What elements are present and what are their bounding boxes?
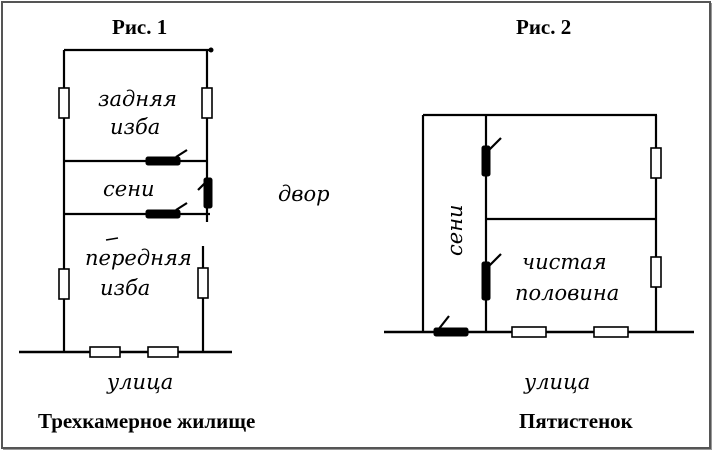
fig2-window-right-lower <box>650 256 662 288</box>
fig1-door-upper-swing <box>175 149 188 158</box>
fig1-front-izba-label-2: изба <box>100 276 150 300</box>
fig2-window-street-1 <box>511 326 547 338</box>
fig2-clean-half-label-1: чистая <box>522 250 607 274</box>
fig1-door-right <box>203 177 213 209</box>
fig1-seni-label: сени <box>103 177 155 201</box>
fig2-seni-label: сени <box>443 204 467 256</box>
fig1-stress-mark <box>105 237 119 241</box>
fig1-caption: Трехкамерное жилище <box>38 409 255 433</box>
fig2-street-label: улица <box>523 370 590 394</box>
fig1-street-label: улица <box>106 370 173 394</box>
fig2-window-right-upper <box>650 147 662 179</box>
fig1-window-street-1 <box>89 346 121 358</box>
fig1-corner-dot <box>208 47 214 53</box>
fig2-clean-half-label-2: половина <box>515 281 619 305</box>
fig1-window-right-lower <box>197 267 209 299</box>
fig1-door-lower-swing <box>175 202 188 211</box>
fig1-door-right-swing <box>197 181 207 191</box>
fig2-door-lower-swing <box>488 253 502 267</box>
fig1-window-left-lower <box>58 268 70 300</box>
fig2-door-lower <box>481 261 491 301</box>
fig1-back-izba-label-2: изба <box>110 115 160 139</box>
figure-1-plan: задняя изба сени передняя изба <box>19 47 232 358</box>
fig1-door-lower <box>145 209 181 219</box>
yard-label: двор <box>278 182 330 206</box>
fig1-window-left-upper <box>58 87 70 119</box>
fig2-window-street-2 <box>593 326 629 338</box>
fig1-door-upper <box>145 156 181 166</box>
fig1-window-street-2 <box>147 346 179 358</box>
fig1-back-izba-label-1: задняя <box>98 87 177 111</box>
fig2-door-upper-swing <box>488 137 502 151</box>
fig2-caption: Пятистенок <box>519 409 634 433</box>
fig2-door-street-swing <box>437 315 450 331</box>
fig1-window-right-upper <box>201 87 213 119</box>
figure-1-title: Рис. 1 <box>112 15 167 39</box>
figure-2-title: Рис. 2 <box>516 15 571 39</box>
fig1-front-izba-label-1: передняя <box>85 246 192 270</box>
fig2-door-upper <box>481 145 491 177</box>
fig2-door-street <box>433 327 469 337</box>
figure-2-plan: сени чистая половина <box>384 113 694 338</box>
